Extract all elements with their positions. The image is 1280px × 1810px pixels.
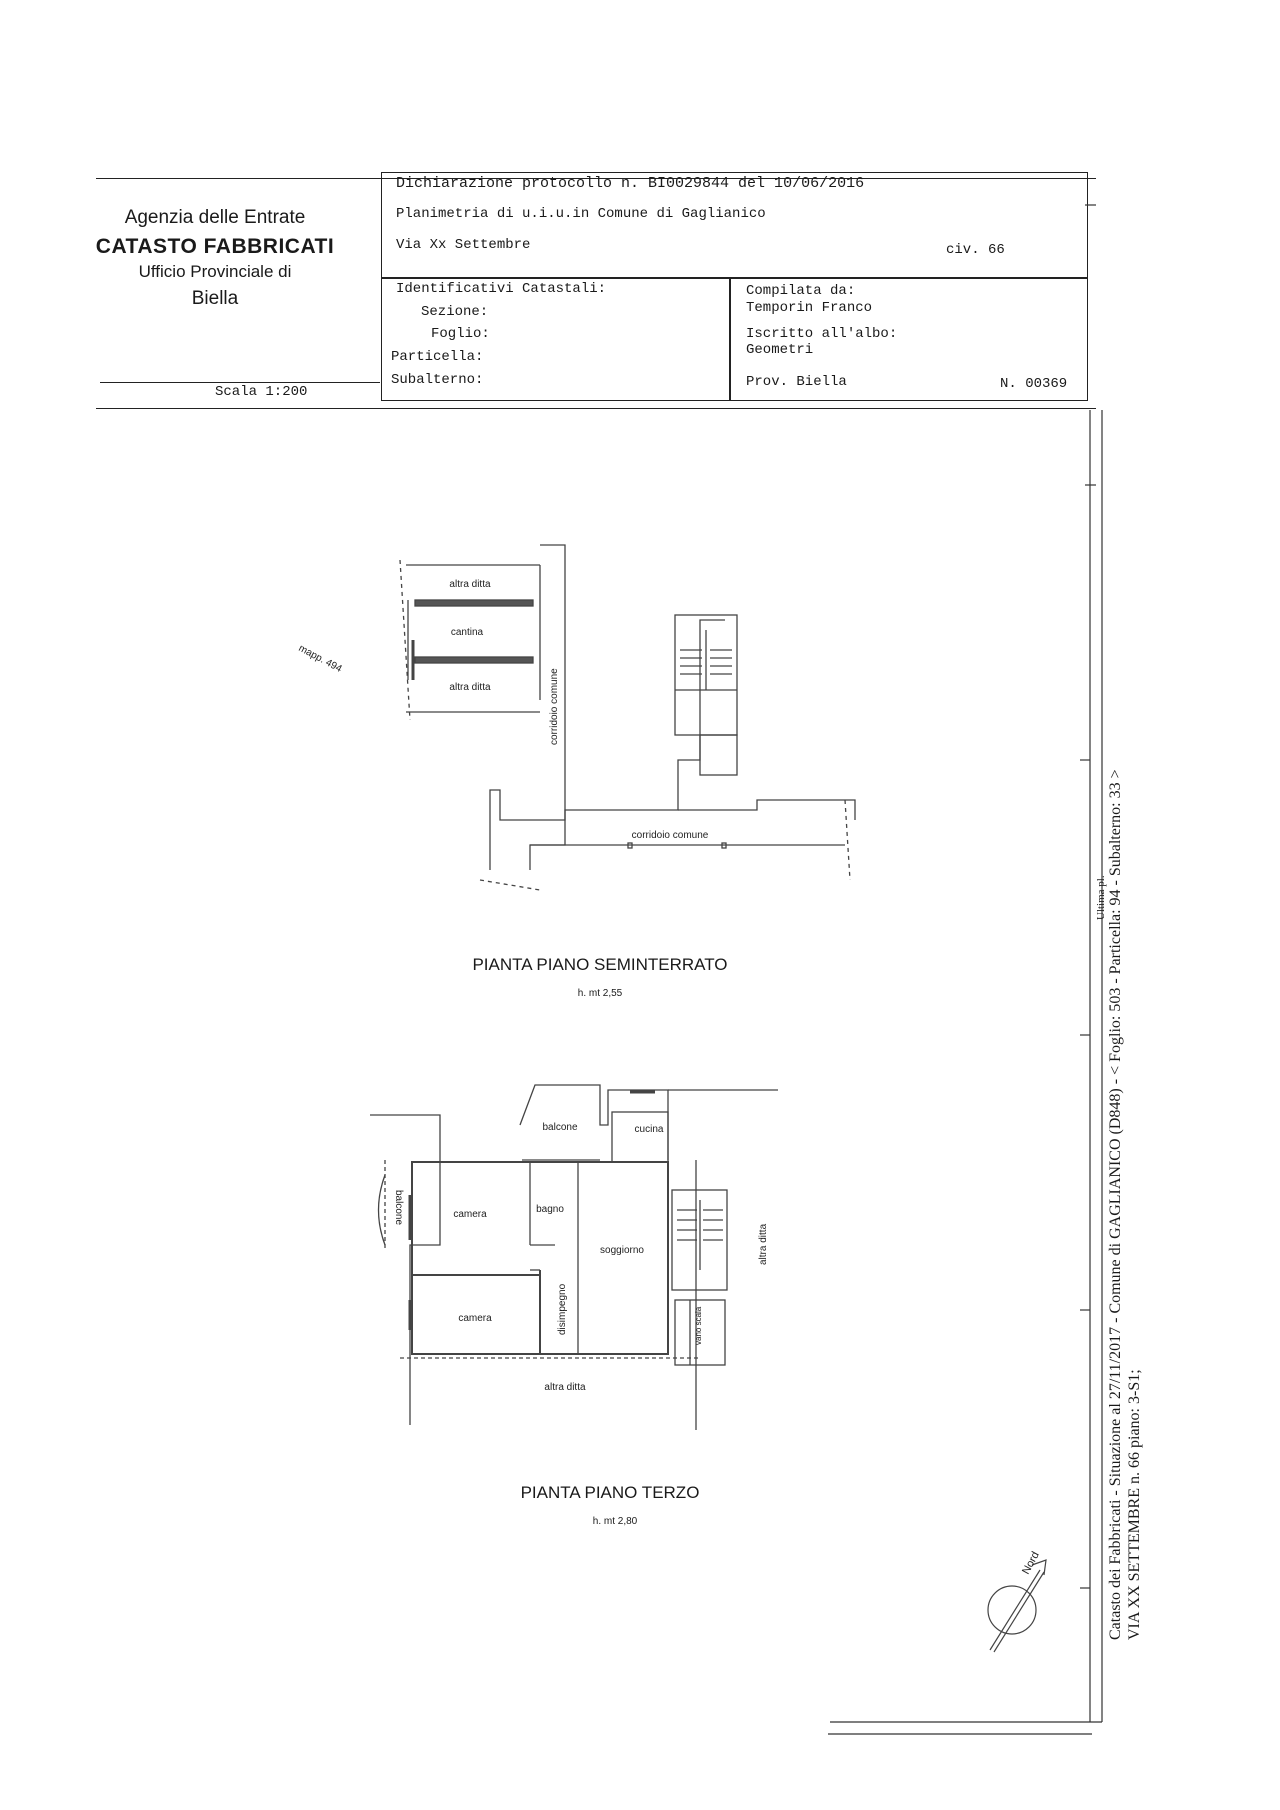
label-soggiorno: soggiorno [600, 1245, 644, 1256]
plan-basement-title: PIANTA PIANO SEMINTERRATO [472, 955, 728, 974]
label-balcone-left: balcone [393, 1190, 404, 1225]
label-mapp: mapp. 494 [297, 643, 344, 675]
identifiers-foglio: Foglio: [431, 326, 490, 342]
compiled-by-name: Temporin Franco [746, 300, 873, 316]
agency-name: Agenzia delle Entrate [124, 207, 306, 228]
plan-basement-height: h. mt 2,55 [577, 988, 623, 999]
label-cantina: cantina [451, 627, 484, 638]
declaration-planimetry: Planimetria di u.i.u.in Comune di Gaglia… [396, 206, 766, 222]
basement-plan [399, 544, 856, 891]
label-corridoio-horizontal: corridoio comune [632, 830, 709, 841]
label-balcone-top: balcone [542, 1122, 577, 1133]
label-altra-ditta-right: altra ditta [758, 1223, 769, 1265]
side-note-line2: VIA XX SETTEMBRE n. 66 piano: 3-S1; [1126, 1369, 1143, 1640]
label-altra-ditta-top: altra ditta [449, 579, 491, 590]
identifiers-box [381, 277, 731, 401]
plan-third-height: h. mt 2,80 [592, 1516, 638, 1527]
declaration-protocol: Dichiarazione protocollo n. BI0029844 de… [396, 175, 865, 192]
north-arrow [987, 1559, 1047, 1653]
compiled-by-label: Compilata da: [746, 283, 856, 299]
agency-block: Agenzia delle Entrate CATASTO FABBRICATI… [80, 203, 350, 310]
header-bottom-line [96, 408, 1096, 409]
header-top-line [96, 178, 1096, 179]
compiler-box [729, 277, 1088, 401]
identifiers-heading: Identificativi Catastali: [396, 281, 607, 297]
office-city: Biella [191, 288, 239, 309]
office-label: Ufficio Provinciale di [138, 262, 292, 281]
declaration-street: Via Xx Settembre [396, 237, 531, 253]
label-cucina: cucina [635, 1124, 664, 1135]
scale-label: Scala 1:200 [215, 384, 308, 400]
label-altra-ditta-bottom: altra ditta [449, 682, 491, 693]
catasto-title: CATASTO FABBRICATI [95, 235, 335, 258]
plan-third-title: PIANTA PIANO TERZO [520, 1483, 700, 1502]
identifiers-sezione: Sezione: [421, 304, 489, 320]
identifiers-particella: Particella: [391, 349, 484, 365]
label-camera-1: camera [453, 1209, 487, 1220]
registered-label: Iscritto all'albo: [746, 326, 898, 342]
header-scale-line [100, 382, 380, 383]
label-bagno: bagno [536, 1204, 564, 1215]
declaration-civic: civ. 66 [946, 242, 1005, 258]
register-number: N. 00369 [1000, 376, 1068, 392]
label-altra-ditta-bottom-third: altra ditta [544, 1382, 586, 1393]
side-cadastral-note: Catasto dei Fabbricati - Situazione al 2… [1106, 440, 1144, 1640]
label-corridoio-vertical: corridoio comune [549, 668, 560, 745]
province: Prov. Biella [746, 374, 847, 390]
third-floor-plan [370, 1084, 778, 1430]
side-note-line1: Catasto dei Fabbricati - Situazione al 2… [1107, 769, 1124, 1640]
identifiers-subalterno: Subalterno: [391, 372, 484, 388]
registered-value: Geometri [746, 342, 814, 358]
declaration-box [381, 172, 1088, 279]
label-disimpegno: disimpegno [557, 1283, 568, 1335]
label-vano-scala: vano scala [694, 1306, 703, 1345]
sheet-label: Ultima pl. [1095, 875, 1107, 920]
label-camera-2: camera [458, 1313, 492, 1324]
